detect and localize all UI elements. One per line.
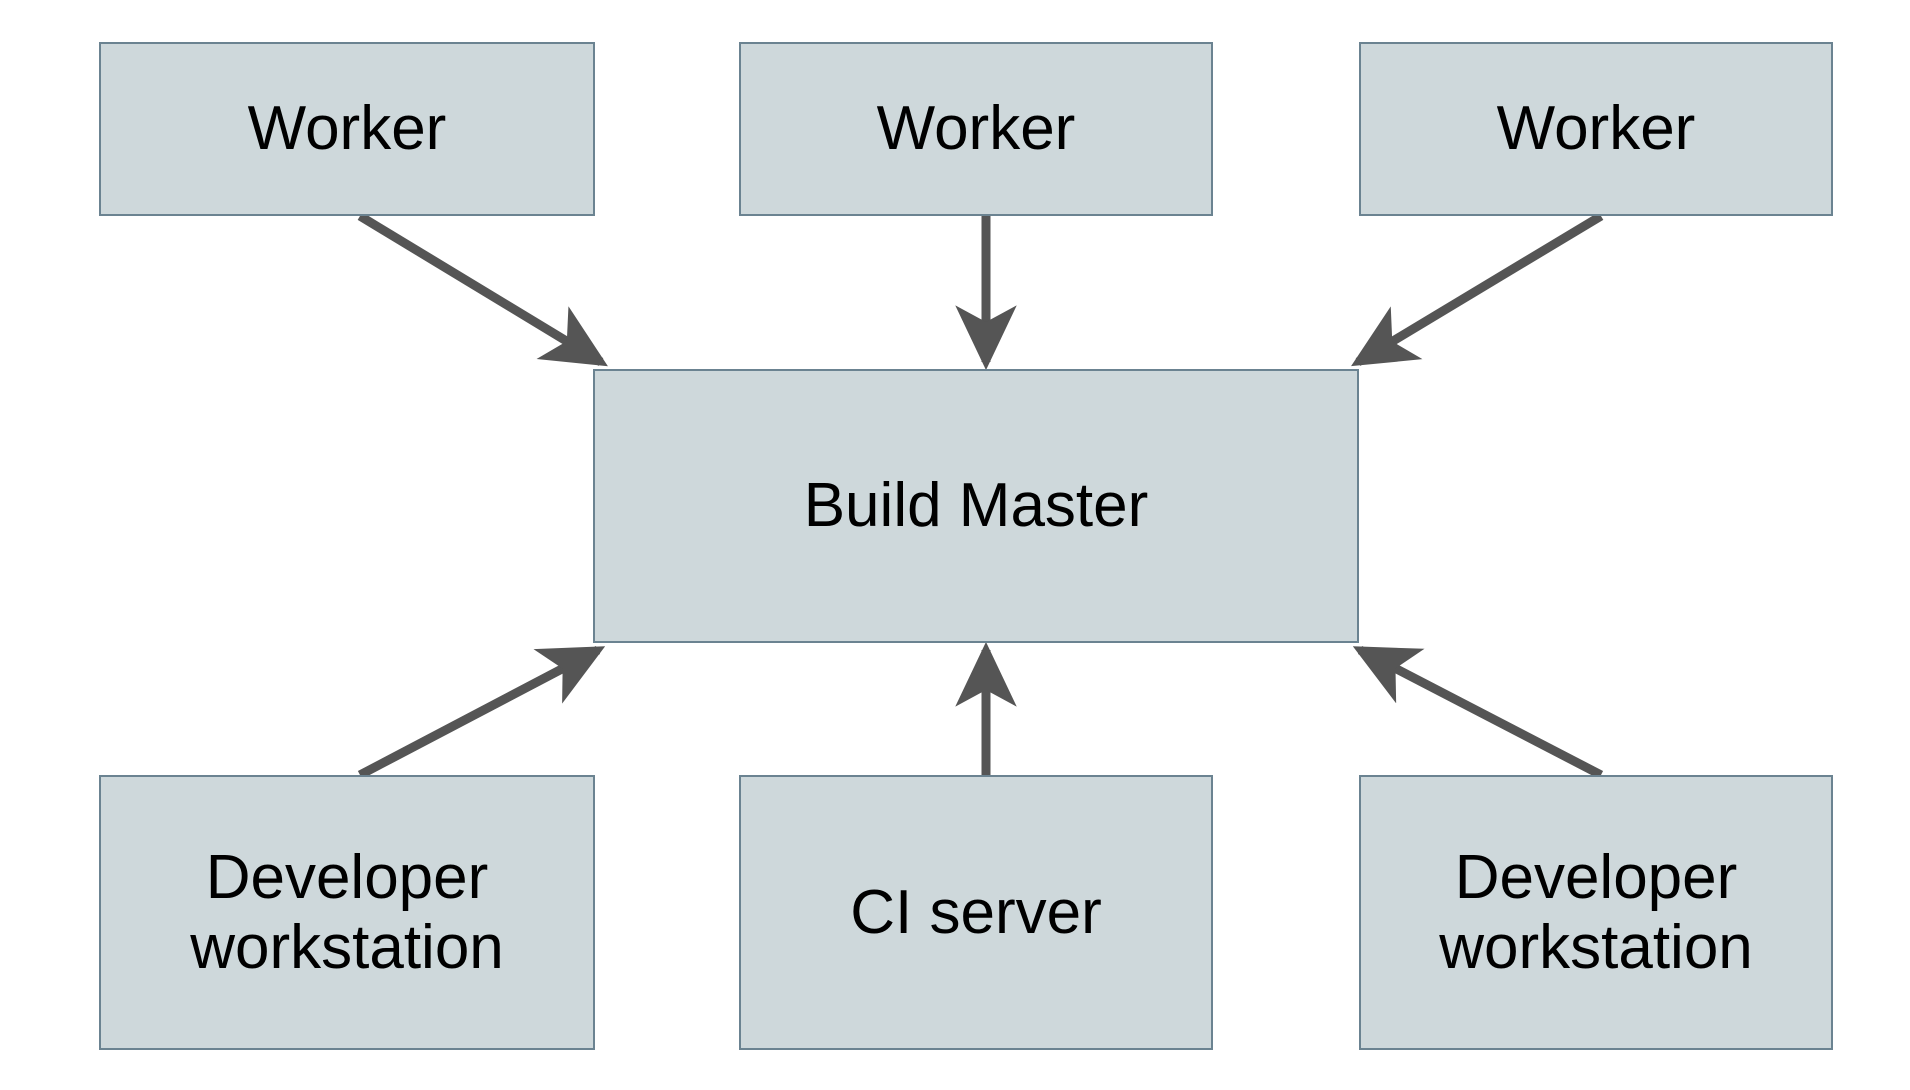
edge-worker-1-to-build-master (357, 212, 608, 367)
edge-worker-3-to-build-master (1351, 212, 1604, 367)
node-ci-server[interactable]: CI server (739, 775, 1213, 1050)
node-build-master-label: Build Master (803, 471, 1149, 541)
node-worker-3-label: Worker (1496, 94, 1696, 164)
node-worker-2[interactable]: Worker (739, 42, 1213, 216)
edge-dev-ws-right-to-build-master (1352, 646, 1604, 779)
node-worker-1[interactable]: Worker (99, 42, 595, 216)
node-ci-server-label: CI server (850, 877, 1102, 947)
node-developer-workstation-right[interactable]: Developer workstation (1359, 775, 1833, 1050)
node-worker-3[interactable]: Worker (1359, 42, 1833, 216)
node-developer-workstation-right-label: Developer workstation (1439, 843, 1753, 982)
node-developer-workstation-left[interactable]: Developer workstation (99, 775, 595, 1050)
node-worker-1-label: Worker (247, 94, 447, 164)
node-worker-2-label: Worker (876, 94, 1076, 164)
edge-dev-ws-left-to-build-master (357, 646, 606, 779)
node-build-master[interactable]: Build Master (593, 369, 1359, 643)
node-developer-workstation-left-label: Developer workstation (190, 843, 504, 982)
